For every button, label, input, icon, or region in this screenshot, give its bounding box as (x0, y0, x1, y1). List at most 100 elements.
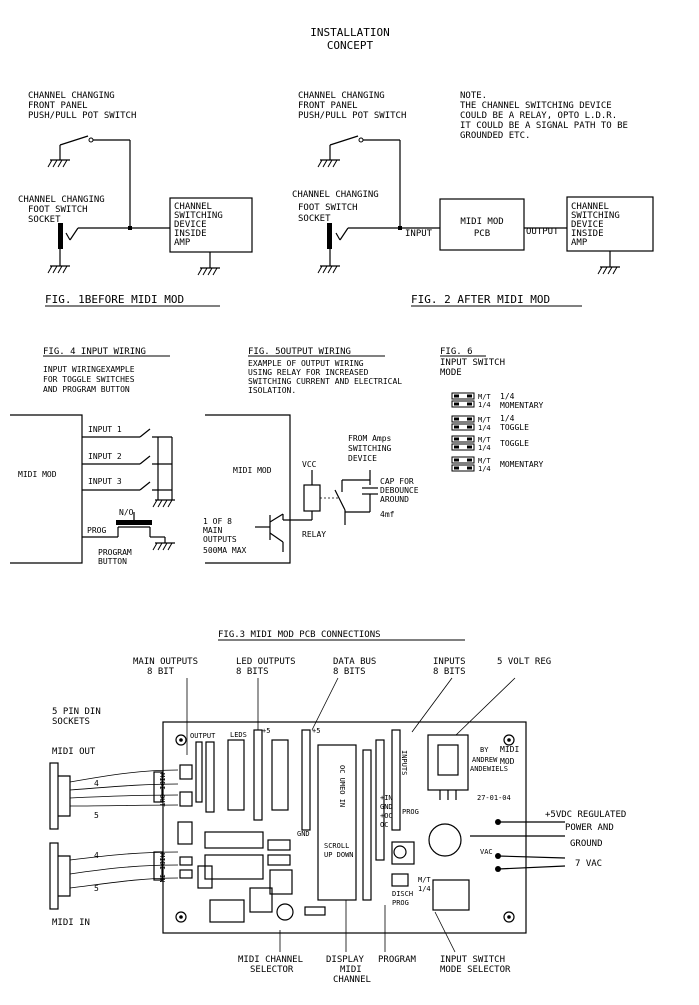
fig2-note-5: GROUNDED ETC. (460, 131, 530, 141)
voltage-regulator (427, 734, 469, 791)
power-2: POWER AND (565, 823, 614, 833)
fig5-cap-3: AROUND (380, 495, 409, 504)
power-3: GROUND (570, 839, 603, 849)
fig2-device-1: CHANNEL (571, 202, 609, 212)
fig1-panel-label-3: PUSH/PULL POT SWITCH (28, 111, 136, 121)
pcb-io-3: +OC (380, 812, 393, 820)
midi-mod-pcb-board: MIDI OUT MIDI IN OUTPUT LEDS +5 +5 GND (153, 721, 527, 934)
fig4-input-wiring: FIG. 4 INPUT WIRING INPUT WIRINGEXAMPLE … (10, 347, 176, 566)
fig2-pcb-2: PCB (474, 229, 490, 239)
fig2-device-5: AMP (571, 238, 588, 248)
midi-out-label: MIDI OUT (52, 747, 96, 757)
fig1-foot-label-2: FOOT SWITCH (28, 205, 88, 215)
mode3-code-1: M/T (478, 436, 491, 444)
fig1-device-2: SWITCHING (174, 211, 223, 221)
fig5-out-3: OUTPUTS (203, 535, 237, 544)
fig4-prog-label: PROG (87, 526, 106, 535)
pcb-plus5-a: +5 (262, 727, 270, 735)
fig1-caption: FIG. 1BEFORE MIDI MOD (45, 293, 184, 306)
fig4-desc-2: FOR TOGGLE SWITCHES (43, 375, 135, 384)
fig6-mode-toggle: M/T 1/4 TOGGLE (451, 435, 529, 452)
fig2-foot-label-1: CHANNEL CHANGING (292, 190, 379, 200)
fig2-device-4: INSIDE (571, 229, 604, 239)
pcb-prog2: PROG (392, 899, 409, 907)
pcb-output: OUTPUT (190, 732, 216, 740)
mode3-code-2: 1/4 (478, 444, 491, 452)
bottom-display-3: CHANNEL (333, 975, 371, 985)
fig6-caption: FIG. 6 (440, 347, 473, 357)
pcb-chip-label: OC UMEO IN (338, 765, 346, 807)
fig6-input-switch-mode: FIG. 6 INPUT SWITCH MODE M/T 1/4 1/4 MOM… (440, 347, 544, 473)
pcb-leds: LEDS (230, 731, 247, 739)
fig1-device-3: DEVICE (174, 220, 207, 230)
mode3-name-1: TOGGLE (500, 439, 529, 448)
bottom-input-sw-2: MODE SELECTOR (440, 965, 511, 975)
pcb-mt-1: M/T (418, 876, 431, 884)
mode4-name-1: MOMENTARY (500, 460, 544, 469)
fig2-note-2: THE CHANNEL SWITCHING DEVICE (460, 101, 612, 111)
svg-text:4: 4 (94, 779, 99, 788)
fig2-note-4: IT COULD BE A SIGNAL PATH TO BE (460, 121, 628, 131)
bottom-midi-ch-1: MIDI CHANNEL (238, 955, 303, 965)
data-bus-2: 8 BITS (333, 667, 366, 677)
fig5-cap-2: DEBOUNCE (380, 486, 419, 495)
fig2-note-1: NOTE. (460, 91, 487, 101)
fig2-switching-device-box: CHANNEL SWITCHING DEVICE INSIDE AMP (566, 196, 654, 275)
svg-text:5: 5 (94, 811, 99, 820)
fig3-caption: FIG.3 MIDI MOD PCB CONNECTIONS (218, 630, 381, 640)
fig4-box-label: MIDI MOD (18, 470, 57, 479)
fig2-pcb-1: MIDI MOD (460, 217, 503, 227)
title-line-2: CONCEPT (327, 39, 374, 52)
bottom-midi-ch-2: SELECTOR (250, 965, 294, 975)
fig5-cap-value: 4mf (380, 510, 395, 519)
mode2-code-2: 1/4 (478, 424, 491, 432)
din-label-1: 5 PIN DIN (52, 707, 101, 717)
fig1-switching-device-box: CHANNEL SWITCHING DEVICE INSIDE AMP (169, 197, 253, 276)
byline-3: BY (480, 746, 489, 754)
pcb-midi-in: MIDI IN (158, 853, 166, 883)
fig1-foot-socket (47, 223, 170, 274)
fig5-from-2: SWITCHING (348, 444, 392, 453)
fig5-desc-1: EXAMPLE OF OUTPUT WIRING (248, 359, 364, 368)
fig1-device-4: INSIDE (174, 229, 207, 239)
mode1-code-1: M/T (478, 393, 491, 401)
fig5-caption: FIG. 5OUTPUT WIRING (248, 347, 351, 357)
fig5-desc-3: SWITCHING CURRENT AND ELECTRICAL (248, 377, 402, 386)
bottom-program: PROGRAM (378, 955, 417, 965)
fig2-foot-label-3: SOCKET (298, 214, 331, 224)
main-outputs-1: MAIN OUTPUTS (133, 657, 198, 667)
fig2-panel-label-2: FRONT PANEL (298, 101, 358, 111)
mode4-code-2: 1/4 (478, 465, 491, 473)
fig6-mode-toggle-quarter: M/T 1/4 1/4 TOGGLE (451, 414, 529, 432)
mode2-code-1: M/T (478, 416, 491, 424)
mode1-name-1: 1/4 (500, 392, 515, 401)
fig5-cap-1: CAP FOR (380, 477, 414, 486)
fig5-relay-coil (303, 484, 321, 512)
fig2-note-3: COULD BE A RELAY, OPTO L.D.R. (460, 111, 617, 121)
fig4-button-label-1: PROGRAM (98, 548, 132, 557)
fig5-from-1: FROM Amps (348, 434, 392, 443)
fig5-out-1: 1 OF 8 (203, 517, 232, 526)
fig2-input-label: INPUT (405, 229, 433, 239)
fig5-output-wiring: FIG. 5OUTPUT WIRING EXAMPLE OF OUTPUT WI… (203, 347, 419, 564)
fig5-desc-4: ISOLATION. (248, 386, 296, 395)
inputs-2: 8 BITS (433, 667, 466, 677)
main-outputs-2: 8 BIT (147, 667, 175, 677)
fig1-device-5: AMP (174, 238, 191, 248)
fig1-panel-label-1: CHANNEL CHANGING (28, 91, 115, 101)
pcb-mt-2: 1/4 (418, 885, 431, 893)
svg-text:4: 4 (94, 851, 99, 860)
pcb-up-down: UP DOWN (324, 851, 354, 859)
fig6-mode-momentary: M/T 1/4 MOMENTARY (451, 456, 544, 473)
pcb-inputs: INPUTS (400, 750, 408, 775)
pcb-disch: DISCH (392, 890, 413, 898)
midi-out-din-socket: 4 5 (49, 762, 179, 830)
capacitor (428, 823, 462, 857)
fig4-button-label-2: BUTTON (98, 557, 127, 566)
fig5-relay-label: RELAY (302, 530, 326, 539)
bottom-display-1: DISPLAY (326, 955, 365, 965)
microcontroller-chip (317, 744, 357, 901)
fig2-foot-label-2: FOOT SWITCH (298, 203, 358, 213)
